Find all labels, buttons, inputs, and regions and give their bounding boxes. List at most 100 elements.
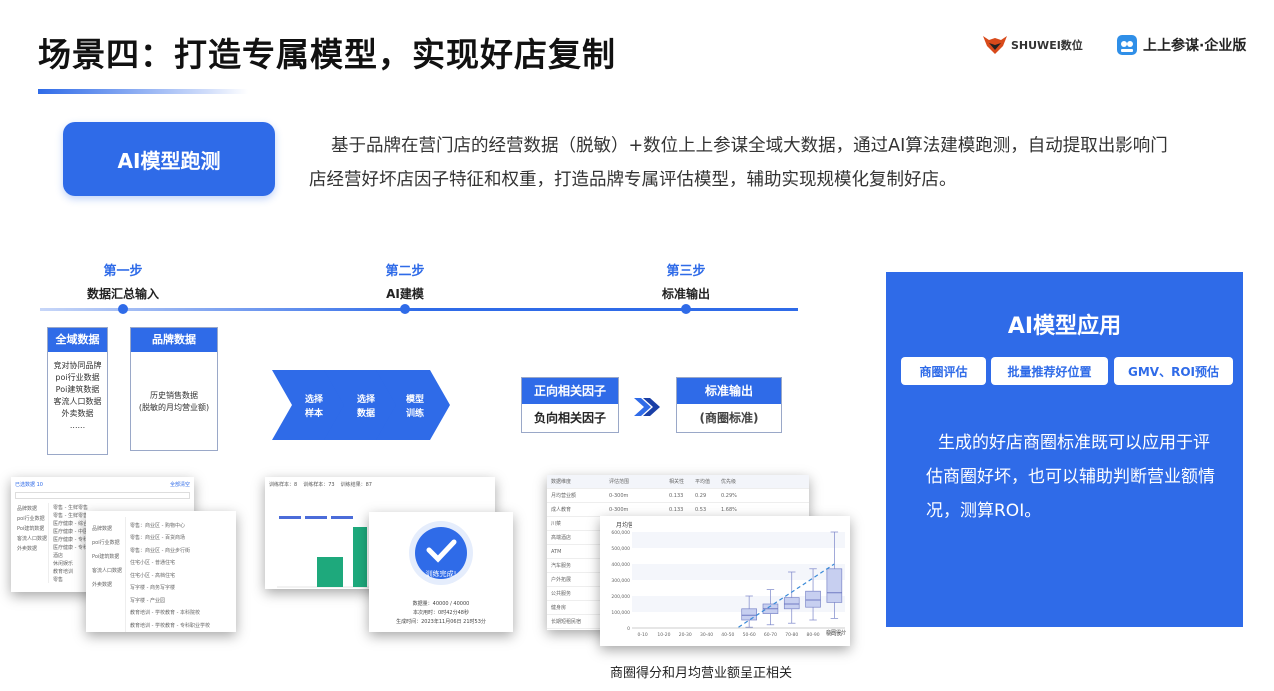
tag-gmv-roi[interactable]: GMV、ROI预估 [1114,357,1233,385]
global-data-item: 外卖数据 [61,409,94,418]
chart-xlabel: 商圈得分 [826,629,846,636]
list-item: 休闲娱乐 [53,560,74,567]
table-cell: 川菜 [551,521,562,527]
chart-caption: 商圈得分和月均营业额呈正相关 [610,666,793,681]
list-item: 写字楼 - 商务写字楼 [130,585,175,592]
table-cell: 公共服务 [551,591,572,597]
side-item: 品牌数据 [92,525,113,532]
trend-line [738,563,835,628]
list-item: 医疗健康 - 中医 [53,528,88,535]
y-tick-label: 500,000 [611,546,630,552]
list-item: 教育培训 - 学校教育 - 专科职业学校 [130,622,210,629]
box-rect [805,590,821,608]
x-tick-label: 80-90 [807,632,820,638]
box-plot-chart: 月均营业额 商圈得分 0100,000200,000300,000400,000… [611,516,846,638]
chart-title: 月均营业额 [616,521,646,529]
train-info-line: 数据量：40000 / 40000 [412,601,470,607]
y-tick-label: 600,000 [611,530,630,536]
tag-batch-recommend[interactable]: 批量推荐好位置 [991,357,1108,385]
list-item: 零售 - 生鲜零售 [53,504,88,511]
global-data-item: poi行业数据 [55,373,100,382]
grid-band [632,532,845,548]
shuwei-logo: SHUWEI数位 [983,36,1083,54]
chevron-3-line2: 训练 [406,407,424,419]
train-tab: 训练结果：87 [340,482,372,488]
brand-data-header: 品牌数据 [131,328,217,352]
x-tick-label: 40-50 [721,632,734,638]
x-tick-label: 70-80 [785,632,798,638]
chevron-2-line1: 选择 [357,393,376,405]
table-cell: ATM [551,548,562,555]
ai-application-panel: AI模型应用 商圈评估 批量推荐好位置 GMV、ROI预估 生成的好店商圈标准既… [886,272,1243,627]
y-tick-label: 100,000 [611,610,630,616]
table-cell: 0.53 [695,506,707,513]
page-title: 场景四：打造专属模型，实现好店复制 [38,35,616,74]
shangshang-logo-text: 上上参谋·企业版 [1143,38,1247,54]
table-cell: 0.29 [695,492,707,499]
negative-factor-label: 负向相关因子 [533,411,606,425]
x-tick-label: 90-100 [826,632,842,638]
list-item: 住宅小区 - 普通住宅 [130,560,175,567]
global-data-item: 竞对协同品牌 [53,361,102,370]
chevron-3-line1: 模型 [406,393,424,405]
side-item: poi行业数据 [17,515,45,522]
y-tick-label: 300,000 [611,578,630,584]
title-underline [38,89,248,94]
standard-output-box: 标准输出 (商圈标准) [676,377,782,433]
y-tick-label: 400,000 [611,562,630,568]
table-cell: 相关性 [669,479,685,485]
list-item: 医疗健康 - 综合医院 [53,520,98,527]
list-item: 教育培训 [53,568,74,575]
timeline-dot [681,304,691,314]
side-item: Poi建筑数据 [92,553,120,560]
step-1-title: 第一步 [103,264,143,279]
box-rect [741,608,757,621]
ai-model-test-button[interactable]: AI模型跑测 [63,122,275,196]
step-3-sub: 标准输出 [661,287,710,301]
table-cell: 高端酒店 [551,535,572,541]
table-row: 数据维度评估范围相关性平均值优先级 [547,475,809,489]
table-cell: 0.29% [721,492,737,499]
x-tick-label: 30-40 [700,632,713,638]
train-tab: 训练样本：73 [303,482,335,488]
side-item: Poi建筑数据 [17,525,45,532]
timeline-dot [400,304,410,314]
grid-band [632,548,845,564]
list-item: 零售：商业区 - 百货商场 [130,535,185,542]
global-data-item: ...... [69,421,86,430]
side-item: 品牌数据 [17,505,38,512]
timeline [40,308,798,311]
step-2-title: 第二步 [385,264,425,279]
positive-factor-label: 正向相关因子 [522,378,618,404]
box-rect [783,597,800,610]
intro-text: 基于品牌在营门店的经营数据（脱敏）+数位上上参谋全域大数据，通过AI算法建模跑测… [309,136,1168,190]
x-tick-label: 10-20 [657,632,670,638]
table-cell: 1.68% [721,506,737,513]
train-done-text: 训练完成! [426,569,457,578]
list-item: 写字楼 - 产业园 [130,597,165,604]
tag-district-evaluation[interactable]: 商圈评估 [901,357,986,385]
side-item: 客流人口数据 [92,567,123,574]
standard-output-header: 标准输出 [677,378,781,404]
chevron-2-line2: 数据 [357,407,375,419]
train-info-line: 本次用时：0时42分48秒 [413,610,469,616]
brand-data-item: (脱敏的月均营业额) [138,403,210,412]
list-item: 零售：商业区 - 购物中心 [130,522,185,529]
x-tick-label: 0-10 [638,632,648,638]
x-tick-label: 60-70 [764,632,777,638]
list-item: 零售：商业区 - 商业步行街 [130,547,190,554]
table-cell: 0-300m [609,506,629,513]
factors-box: 正向相关因子 负向相关因子 [521,377,619,433]
table-cell: 0-300m [609,492,629,499]
y-tick-label: 0 [627,626,630,632]
table-cell: 成人教育 [551,507,572,513]
table-cell: 数据维度 [551,479,572,485]
side-item: 外卖数据 [17,545,38,552]
list-item: 零售 - 生鲜零售 [53,512,88,519]
chevron-1-line2: 样本 [305,407,324,419]
